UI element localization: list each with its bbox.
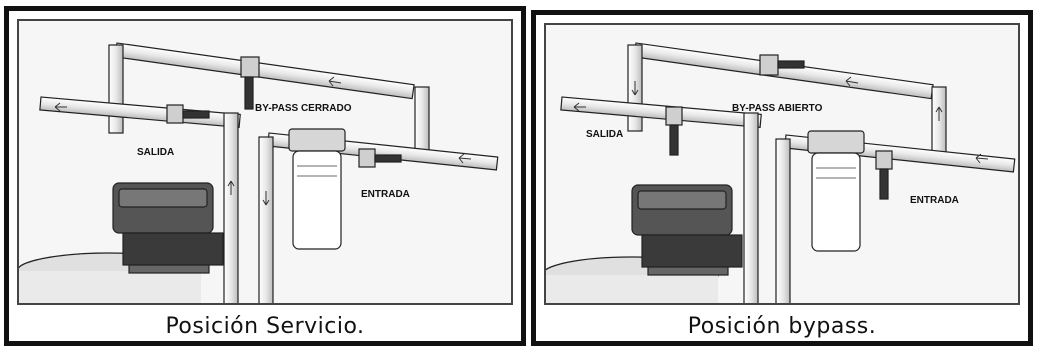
plumbing-diagram-service: [19, 21, 511, 303]
panel-caption: Posición Servicio.: [165, 314, 365, 339]
flow-arrows: [54, 76, 472, 206]
panel-caption: Posición bypass.: [687, 314, 877, 339]
water-softener-icon: [546, 184, 743, 303]
diagram-frame-service: BY-PASS CERRADO SALIDA ENTRADA: [17, 19, 513, 305]
water-softener-icon: [19, 182, 224, 303]
outlet-pipe: [560, 96, 762, 303]
diagram-panel-bypass: BY-PASS ABIERTO SALIDA ENTRADA Posición …: [531, 10, 1033, 346]
outlet-label: SALIDA: [586, 129, 624, 140]
outlet-label: SALIDA: [137, 147, 175, 158]
plumbing-diagram-bypass: [546, 25, 1018, 303]
outlet-pipe: [39, 96, 241, 303]
outlet-valve-icon: [166, 104, 210, 124]
bypass-valve-icon: [240, 56, 260, 110]
bypass-label: BY-PASS CERRADO: [255, 103, 352, 114]
flow-arrows: [573, 76, 989, 164]
inlet-label: ENTRADA: [910, 195, 959, 206]
outlet-valve-icon: [665, 106, 683, 156]
inlet-valve-icon: [358, 148, 402, 168]
diagram-frame-bypass: BY-PASS ABIERTO SALIDA ENTRADA: [544, 23, 1020, 305]
water-filter-icon: [288, 128, 346, 250]
bypass-valve-icon: [759, 54, 805, 76]
water-filter-icon: [807, 130, 865, 252]
inlet-label: ENTRADA: [361, 189, 410, 200]
diagram-panel-service: BY-PASS CERRADO SALIDA ENTRADA Posición …: [4, 6, 526, 346]
bypass-label: BY-PASS ABIERTO: [732, 103, 823, 114]
inlet-valve-icon: [875, 150, 893, 200]
